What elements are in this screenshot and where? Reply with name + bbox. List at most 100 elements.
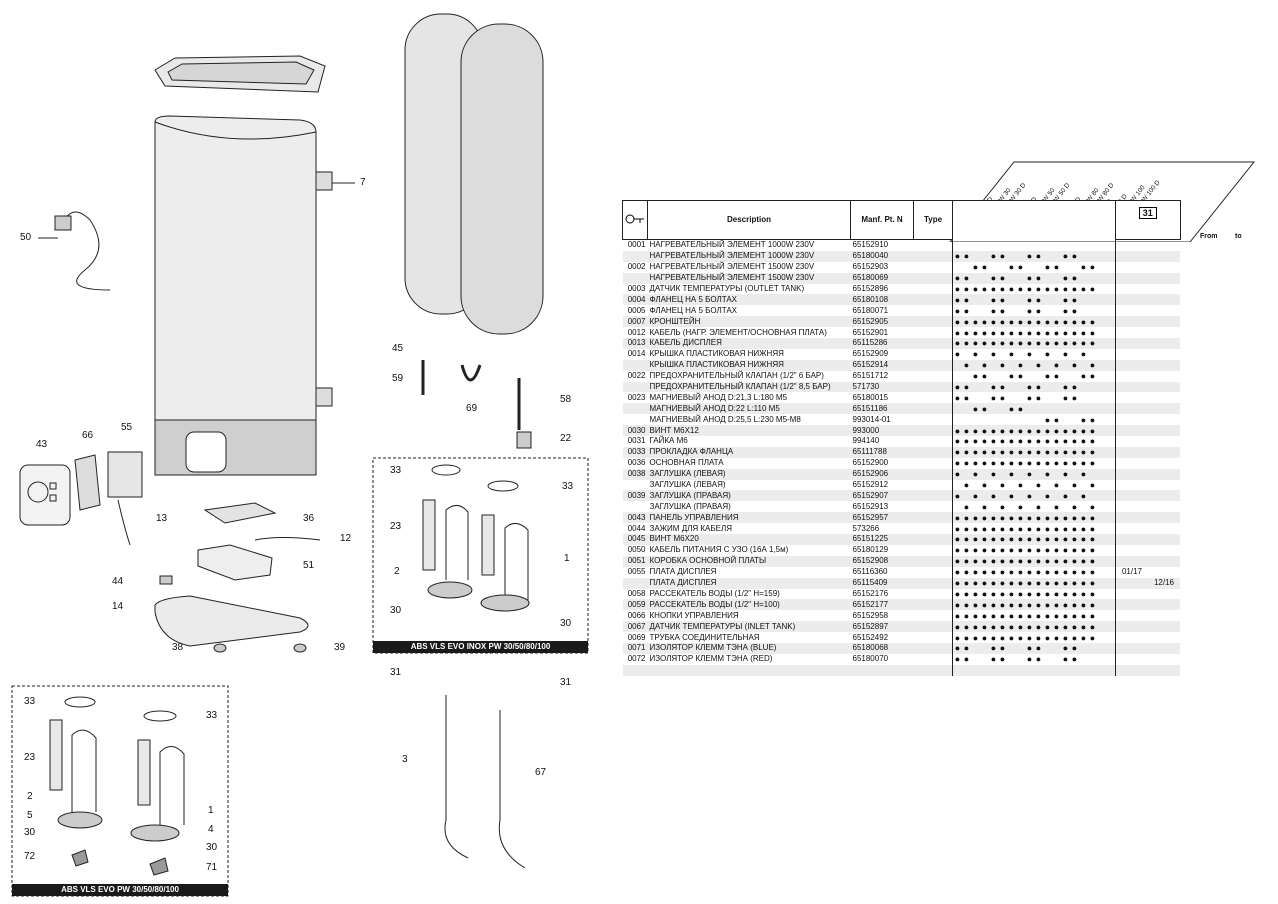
applicability-mark: ● bbox=[1035, 567, 1042, 578]
applicability-mark: ● bbox=[962, 294, 971, 306]
applicability-mark bbox=[1079, 240, 1088, 251]
applicability-mark: ● bbox=[971, 446, 980, 458]
applicability-mark bbox=[1097, 512, 1106, 524]
applicability-mark: ● bbox=[1088, 425, 1097, 437]
applicability-mark bbox=[1106, 589, 1116, 600]
applicability-mark bbox=[1097, 534, 1106, 545]
callout-pw-33a: 33 bbox=[24, 696, 36, 707]
applicability-mark: ● bbox=[1062, 458, 1069, 469]
applicability-mark: ● bbox=[1070, 577, 1079, 589]
row-description: ВИНТ М6Х12 bbox=[647, 425, 851, 437]
applicability-mark: ● bbox=[972, 371, 979, 382]
applicability-mark: ● bbox=[1070, 534, 1079, 545]
applicability-mark: ● bbox=[1079, 621, 1088, 633]
row-type bbox=[914, 305, 953, 316]
applicability-mark: ● bbox=[1071, 588, 1078, 599]
callout-14: 14 bbox=[112, 601, 124, 612]
applicability-mark bbox=[1106, 599, 1116, 611]
row-from bbox=[1115, 479, 1148, 491]
applicability-mark bbox=[989, 501, 998, 512]
applicability-mark bbox=[1007, 305, 1016, 316]
row-to bbox=[1148, 480, 1180, 491]
applicability-mark: ● bbox=[999, 610, 1006, 621]
callout-pw-5: 5 bbox=[27, 810, 33, 821]
callout-inox-23: 23 bbox=[390, 521, 402, 532]
applicability-mark bbox=[1016, 490, 1025, 502]
applicability-mark bbox=[1052, 664, 1061, 676]
row-from bbox=[1115, 272, 1148, 284]
row-part-number: 65180070 bbox=[852, 654, 889, 664]
applicability-mark bbox=[1097, 316, 1106, 328]
applicability-mark: ● bbox=[980, 599, 989, 611]
applicability-mark: ● bbox=[1053, 327, 1060, 338]
applicability-mark bbox=[1106, 272, 1116, 284]
row-part-number: 573266 bbox=[852, 523, 880, 533]
row-from bbox=[1115, 544, 1148, 556]
callout-inox-33a: 33 bbox=[390, 465, 402, 476]
applicability-mark bbox=[1088, 490, 1097, 502]
row-description: ВИНТ М6Х20 bbox=[647, 534, 851, 545]
applicability-mark: ● bbox=[971, 555, 980, 567]
row-description: ФЛАНЕЦ НА 5 БОЛТАХ bbox=[649, 305, 738, 315]
row-description: ИЗОЛЯТОР КЛЕММ ТЭНА (RED) bbox=[649, 654, 773, 664]
applicability-mark: ● bbox=[1008, 567, 1015, 578]
applicability-mark: ● bbox=[998, 381, 1007, 393]
applicability-mark: ● bbox=[1034, 381, 1043, 393]
applicability-mark: ● bbox=[971, 577, 980, 589]
applicability-mark bbox=[971, 250, 980, 262]
applicability-mark: ● bbox=[1071, 436, 1078, 447]
applicability-mark bbox=[980, 414, 989, 425]
row-description: КОРОБКА ОСНОВНОЙ ПЛАТЫ bbox=[647, 555, 851, 567]
applicability-mark: ● bbox=[1017, 567, 1024, 578]
applicability-mark: ● bbox=[1061, 512, 1070, 524]
exploded-drawing bbox=[11, 13, 589, 897]
applicability-mark: ● bbox=[1007, 490, 1016, 502]
applicability-mark: ● bbox=[1025, 446, 1034, 458]
applicability-mark bbox=[1043, 272, 1052, 284]
applicability-mark: ● bbox=[1070, 272, 1079, 284]
applicability-mark: ● bbox=[1061, 555, 1070, 567]
applicability-mark: ● bbox=[980, 359, 989, 371]
row-description: КРОНШТЕЙН bbox=[647, 316, 851, 328]
applicability-mark bbox=[1070, 403, 1079, 415]
applicability-mark bbox=[1079, 501, 1088, 512]
applicability-mark: ● bbox=[989, 272, 998, 284]
applicability-mark: ● bbox=[1034, 534, 1043, 545]
row-code: 0058 bbox=[627, 588, 646, 598]
row-description: РАССЕКАТЕЛЬ ВОДЫ (1/2" H=100) bbox=[647, 599, 851, 611]
applicability-mark: ● bbox=[1079, 425, 1088, 437]
applicability-mark: ● bbox=[1089, 588, 1096, 599]
row-part-number: 65152909 bbox=[852, 349, 889, 359]
applicability-mark: ● bbox=[1062, 632, 1069, 643]
row-description: ПРЕДОХРАНИТЕЛЬНЫЙ КЛАПАН (1/2" 8,5 БАР) bbox=[647, 381, 851, 393]
applicability-mark: ● bbox=[989, 642, 998, 654]
applicability-mark bbox=[1007, 359, 1016, 371]
row-code bbox=[623, 480, 648, 491]
applicability-mark: ● bbox=[952, 621, 962, 633]
row-part-number: 65152914 bbox=[850, 359, 914, 371]
applicability-mark: ● bbox=[1035, 632, 1042, 643]
row-part-number: 65180108 bbox=[850, 294, 914, 306]
applicability-mark: ● bbox=[990, 567, 997, 578]
applicability-mark bbox=[1034, 371, 1043, 382]
applicability-mark: ● bbox=[999, 588, 1006, 599]
applicability-mark: ● bbox=[1008, 632, 1015, 643]
row-from bbox=[1115, 446, 1148, 458]
applicability-mark: ● bbox=[963, 501, 970, 512]
applicability-mark: ● bbox=[1043, 446, 1052, 458]
applicability-mark bbox=[952, 501, 962, 513]
applicability-mark bbox=[1097, 446, 1106, 458]
applicability-mark: ● bbox=[962, 250, 971, 262]
applicability-mark bbox=[980, 392, 989, 403]
models-header-cell bbox=[952, 200, 1116, 240]
applicability-mark: ● bbox=[972, 327, 979, 338]
row-code: 0014 bbox=[627, 349, 646, 359]
applicability-mark: ● bbox=[981, 327, 988, 338]
applicability-mark bbox=[1097, 436, 1106, 447]
applicability-mark: ● bbox=[1061, 468, 1070, 480]
applicability-mark: ● bbox=[981, 610, 988, 621]
applicability-mark: ● bbox=[1089, 567, 1096, 578]
applicability-mark bbox=[971, 642, 980, 654]
